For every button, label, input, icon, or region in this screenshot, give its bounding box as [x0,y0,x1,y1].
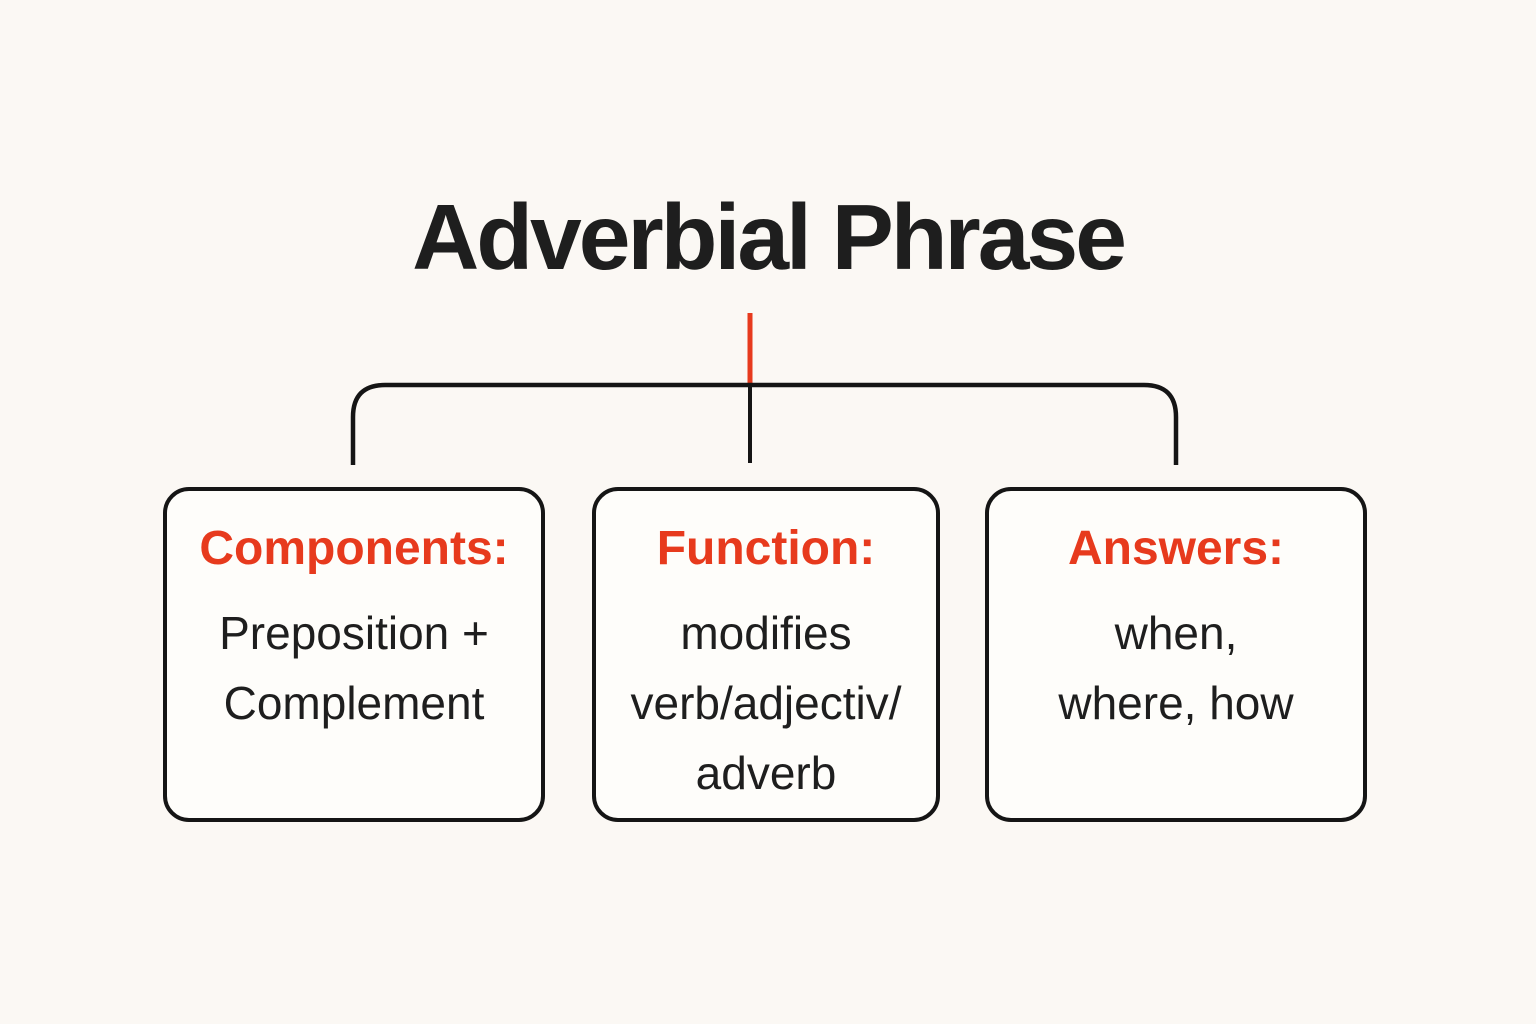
body-line: when, [1114,606,1238,659]
node-answers-heading: Answers: [1067,522,1285,575]
body-line: Complement [223,676,485,729]
body-line: Preposition + [219,606,489,659]
body-line: adverb [695,746,837,799]
node-function-body: modifies verb/adjectiv/ adverb [596,598,936,808]
node-answers-body: when, where, how [989,598,1363,738]
body-line: where, how [1058,676,1294,729]
body-line: modifies [680,606,852,659]
node-answers: Answers: when, where, how [985,487,1367,822]
node-function-heading: Function: [656,522,876,575]
node-function: Function: modifies verb/adjectiv/ adverb [592,487,940,822]
branch-bracket-line [350,382,1179,465]
node-components-body: Preposition + Complement [167,598,541,738]
node-components: Components: Preposition + Complement [163,487,545,822]
node-components-heading: Components: [199,522,509,575]
body-line: verb/adjectiv/ [630,676,902,729]
diagram-title: Adverbial Phrase [412,185,1127,289]
